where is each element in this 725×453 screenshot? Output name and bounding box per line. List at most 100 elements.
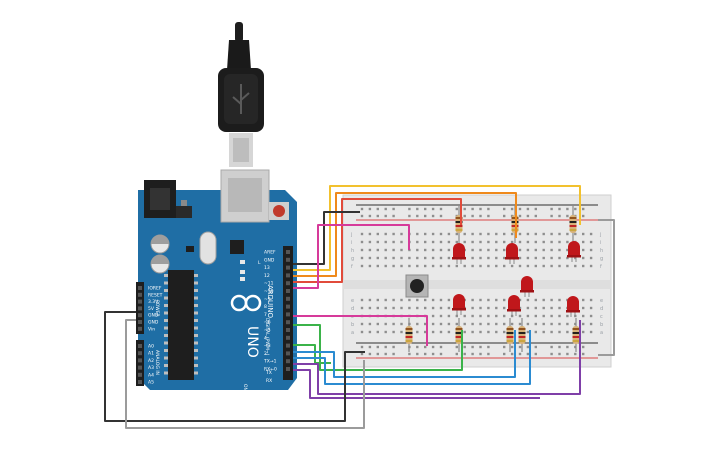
breadboard-hole[interactable] [566, 264, 569, 268]
breadboard-hole[interactable] [439, 298, 443, 302]
rail-hole[interactable] [368, 345, 372, 349]
digital-pin[interactable] [286, 273, 290, 278]
wire-purple[interactable] [293, 320, 581, 395]
breadboard-hole[interactable] [416, 240, 419, 244]
rail-hole[interactable] [526, 207, 530, 211]
breadboard-hole[interactable] [431, 298, 435, 302]
led[interactable] [520, 276, 534, 297]
breadboard-hole[interactable] [368, 248, 372, 252]
led[interactable] [505, 243, 519, 264]
rail-hole[interactable] [368, 352, 372, 356]
rail-hole[interactable] [510, 214, 514, 218]
breadboard-hole[interactable] [503, 306, 506, 310]
rail-hole[interactable] [558, 207, 561, 211]
power-pin[interactable] [138, 320, 142, 324]
breadboard-hole[interactable] [447, 256, 451, 260]
breadboard-hole[interactable] [400, 264, 403, 268]
rail-hole[interactable] [392, 345, 395, 349]
wire-blue[interactable] [293, 330, 516, 378]
rail-hole[interactable] [518, 214, 522, 218]
breadboard-hole[interactable] [582, 314, 585, 318]
breadboard-hole[interactable] [384, 264, 387, 268]
rail-hole[interactable] [384, 345, 387, 349]
breadboard-hole[interactable] [566, 248, 569, 252]
digital-pin[interactable] [286, 328, 290, 332]
digital-pin[interactable] [286, 343, 290, 348]
digital-pin[interactable] [286, 289, 290, 293]
breadboard-hole[interactable] [360, 330, 364, 334]
breadboard-hole[interactable] [550, 306, 553, 310]
digital-pin[interactable] [286, 304, 290, 309]
breadboard-hole[interactable] [582, 306, 585, 310]
breadboard-hole[interactable] [392, 248, 395, 252]
breadboard-hole[interactable] [416, 330, 419, 334]
led[interactable] [567, 241, 581, 262]
rail-hole[interactable] [510, 345, 514, 349]
breadboard-hole[interactable] [447, 306, 451, 310]
rail-hole[interactable] [376, 352, 379, 356]
breadboard-hole[interactable] [589, 232, 593, 236]
wire-purple-2[interactable] [293, 369, 540, 399]
breadboard-hole[interactable] [542, 248, 545, 252]
breadboard-hole[interactable] [566, 322, 569, 326]
analog-pin[interactable] [138, 380, 142, 384]
resistor[interactable] [518, 318, 526, 352]
breadboard-hole[interactable] [526, 314, 530, 318]
breadboard-hole[interactable] [510, 264, 514, 268]
rail-hole[interactable] [360, 345, 364, 349]
breadboard-hole[interactable] [463, 314, 466, 318]
rail-hole[interactable] [518, 352, 522, 356]
analog-header[interactable] [136, 340, 144, 386]
breadboard-hole[interactable] [495, 330, 498, 334]
power-pin[interactable] [138, 286, 142, 290]
rail-hole[interactable] [582, 352, 585, 356]
breadboard-hole[interactable] [408, 306, 411, 310]
breadboard-hole[interactable] [439, 248, 443, 252]
breadboard-hole[interactable] [384, 240, 387, 244]
breadboard-hole[interactable] [495, 306, 498, 310]
rail-hole[interactable] [431, 214, 435, 218]
breadboard-hole[interactable] [526, 240, 530, 244]
breadboard-hole[interactable] [424, 248, 427, 252]
led[interactable] [566, 296, 580, 317]
rail-hole[interactable] [558, 352, 561, 356]
rail-hole[interactable] [503, 345, 506, 349]
breadboard-hole[interactable] [400, 256, 403, 260]
analog-pin[interactable] [138, 358, 142, 363]
breadboard-hole[interactable] [542, 322, 545, 326]
breadboard-hole[interactable] [431, 248, 435, 252]
breadboard-hole[interactable] [558, 298, 561, 302]
digital-pin[interactable] [286, 320, 290, 325]
breadboard-hole[interactable] [582, 322, 585, 326]
breadboard-hole[interactable] [566, 314, 569, 318]
breadboard-hole[interactable] [447, 314, 451, 318]
breadboard-hole[interactable] [376, 248, 379, 252]
breadboard-hole[interactable] [534, 314, 537, 318]
breadboard-hole[interactable] [471, 248, 474, 252]
analog-pin[interactable] [138, 351, 142, 356]
rail-hole[interactable] [518, 345, 522, 349]
rail-hole[interactable] [471, 352, 474, 356]
breadboard-hole[interactable] [360, 306, 364, 310]
breadboard-hole[interactable] [439, 264, 443, 268]
breadboard-hole[interactable] [487, 314, 490, 318]
breadboard-hole[interactable] [360, 322, 364, 326]
push-button-cap[interactable] [410, 279, 424, 293]
rail-hole[interactable] [534, 352, 537, 356]
breadboard-hole[interactable] [487, 298, 490, 302]
breadboard-hole[interactable] [368, 256, 372, 260]
breadboard-hole[interactable] [542, 256, 545, 260]
breadboard-hole[interactable] [439, 256, 443, 260]
rail-hole[interactable] [487, 345, 490, 349]
breadboard-hole[interactable] [455, 322, 458, 326]
breadboard-hole[interactable] [542, 232, 545, 236]
breadboard-hole[interactable] [463, 322, 466, 326]
breadboard-hole[interactable] [558, 314, 561, 318]
power-pin[interactable] [138, 313, 142, 318]
wire-orange[interactable] [293, 192, 517, 277]
rail-hole[interactable] [431, 345, 435, 349]
breadboard-hole[interactable] [503, 298, 506, 302]
rail-hole[interactable] [384, 207, 387, 211]
breadboard-hole[interactable] [471, 256, 474, 260]
breadboard-hole[interactable] [589, 240, 593, 244]
